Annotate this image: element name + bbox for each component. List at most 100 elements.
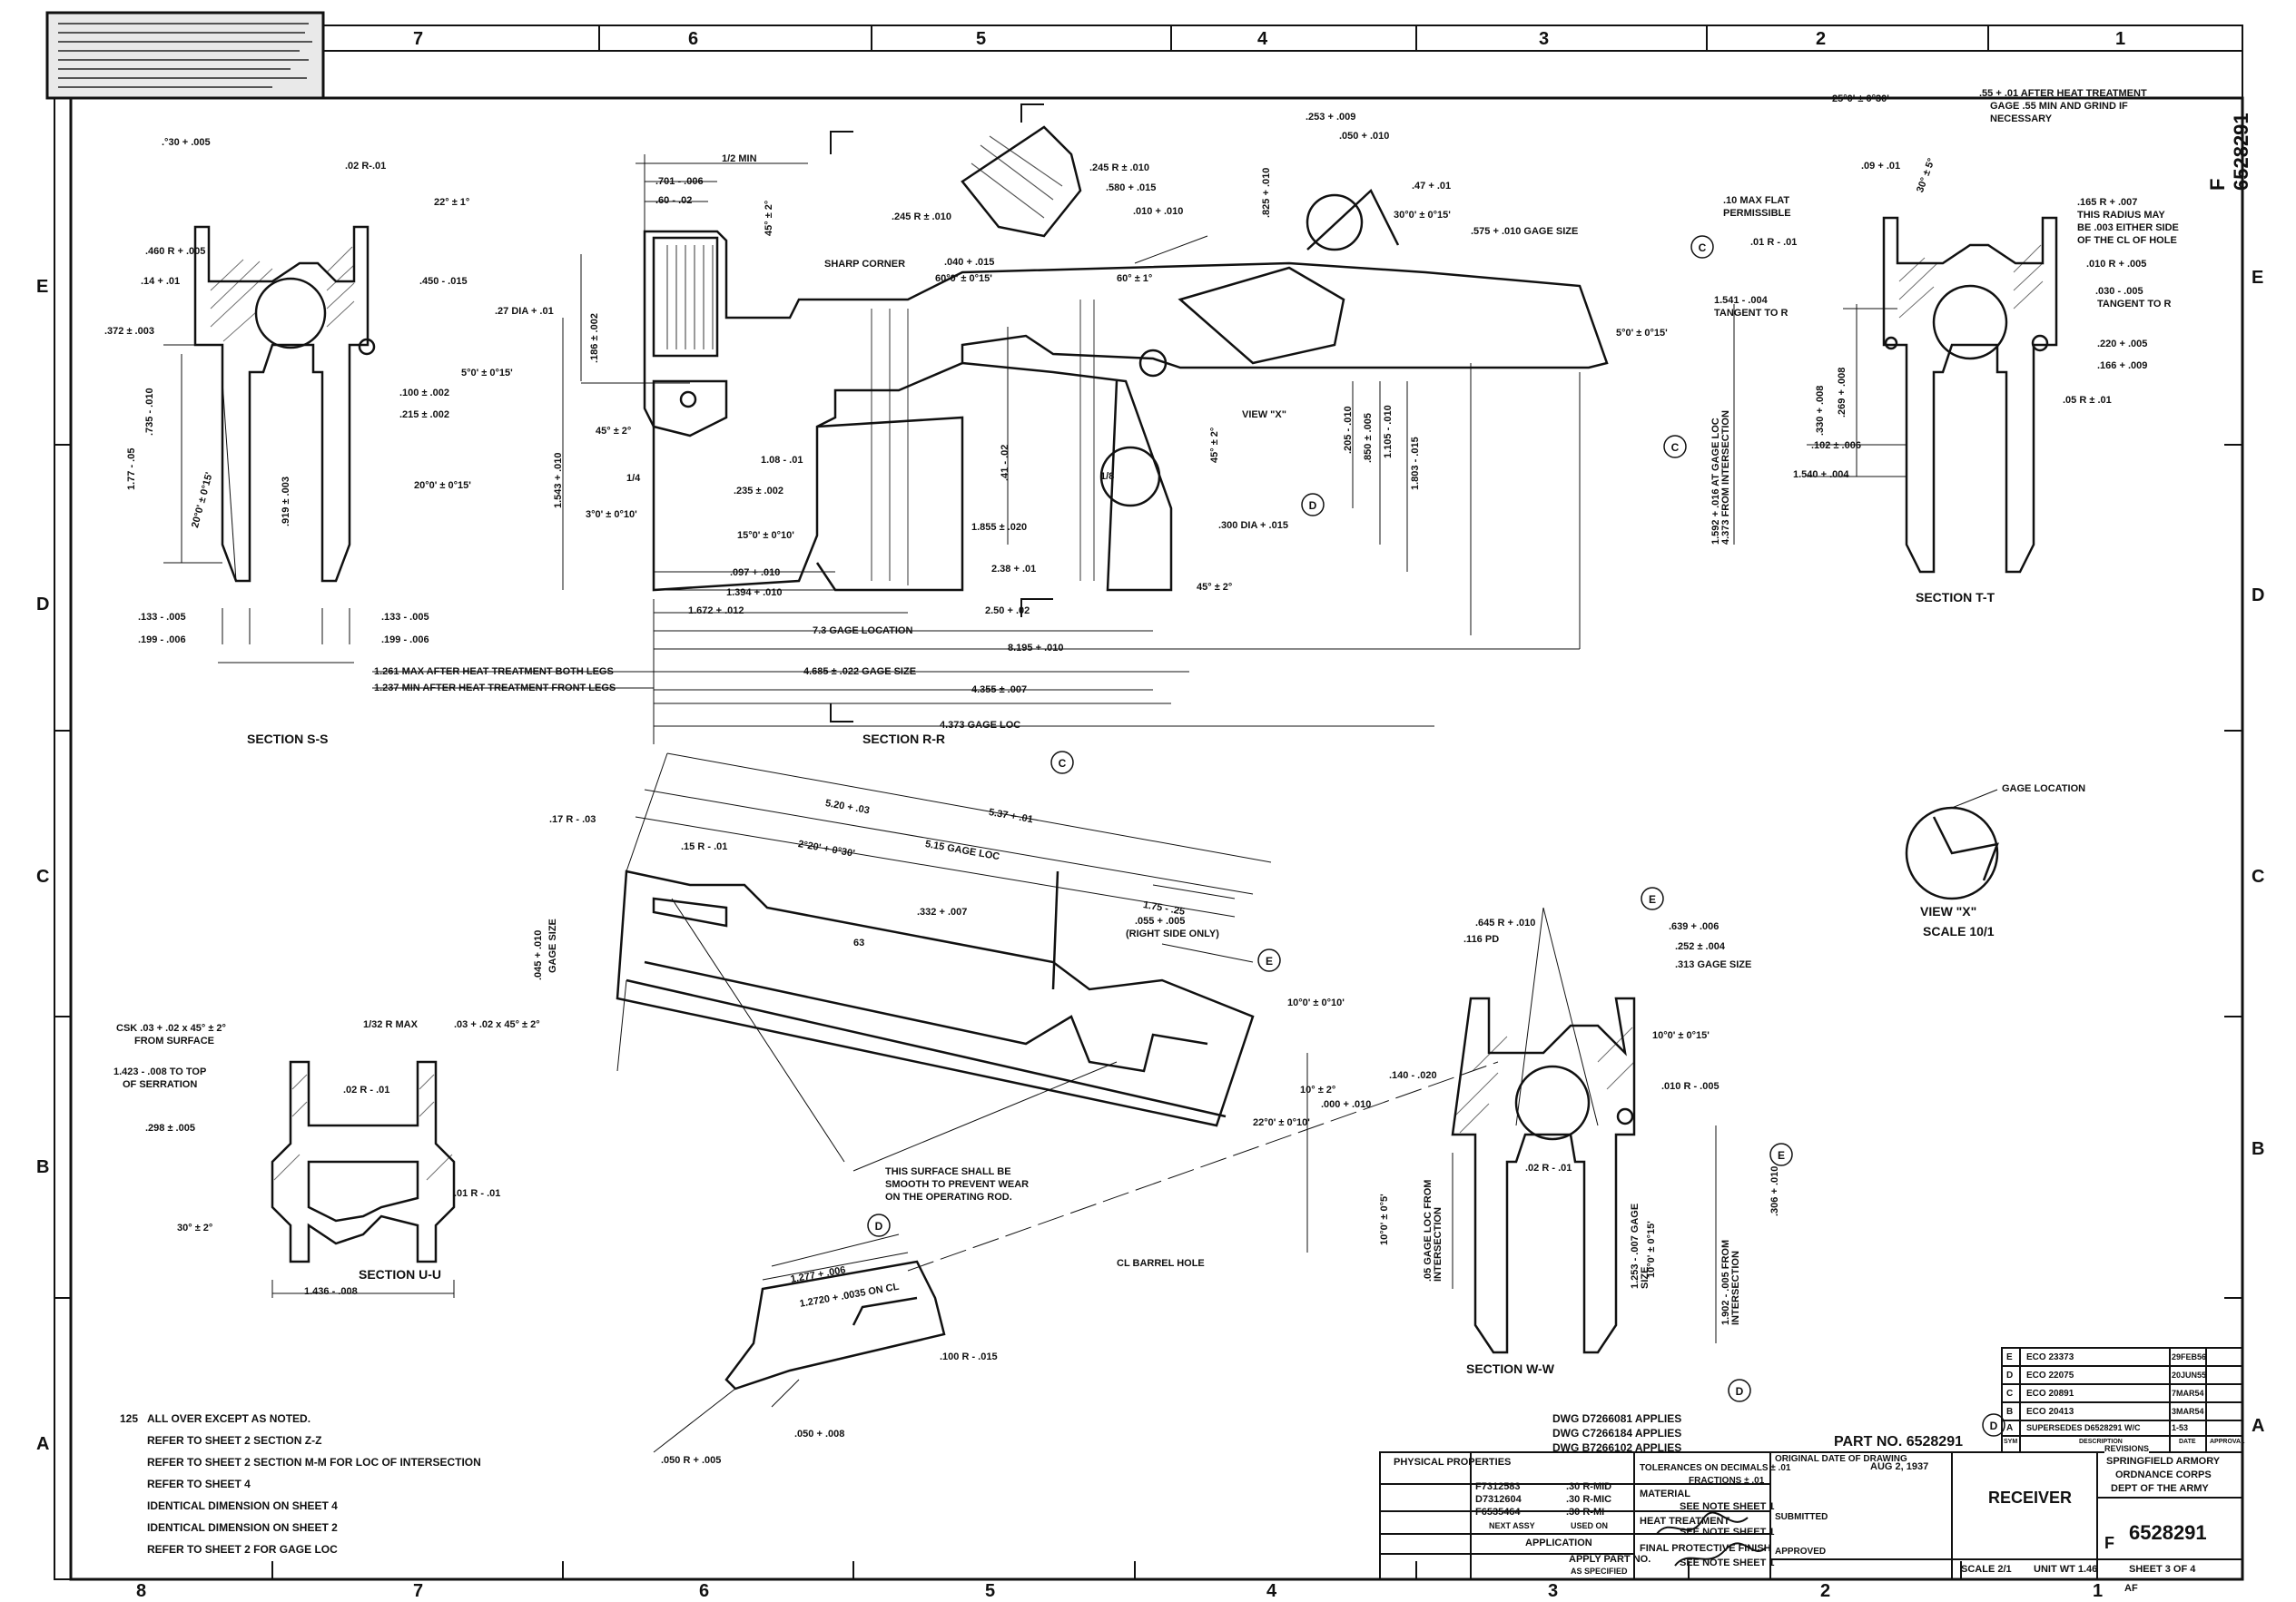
dim-label: .60 - .02 bbox=[655, 195, 693, 206]
note-line: REFER TO SHEET 2 SECTION Z-Z bbox=[147, 1434, 322, 1447]
dim-label: .450 - .015 bbox=[419, 276, 468, 287]
rev-sym-3: B bbox=[2006, 1407, 2014, 1417]
dim-label: TANGENT TO R bbox=[2097, 299, 2172, 310]
dim-label: 1.902 - .005 FROM INTERSECTION bbox=[1720, 1239, 1741, 1325]
dim-label: 1/32 R MAX bbox=[363, 1019, 418, 1030]
tb-material-note: SEE NOTE SHEET 1 bbox=[1680, 1501, 1775, 1512]
dim-label: .02 R - .01 bbox=[343, 1085, 390, 1096]
zone-right-e: E bbox=[2252, 268, 2264, 288]
dim-label: .010 R - .005 bbox=[1661, 1081, 1720, 1092]
tb-as-specified: AS SPECIFIED bbox=[1571, 1567, 1628, 1576]
long-section-view bbox=[616, 870, 1255, 1127]
svg-text:E: E bbox=[1266, 955, 1273, 968]
dim-label: 1.105 - .010 bbox=[1383, 405, 1394, 458]
dim-label: .09 + .01 bbox=[1861, 161, 1901, 172]
tb-original-date: ORIGINAL DATE OF DRAWING bbox=[1775, 1454, 1907, 1464]
dim-label: OF THE CL OF HOLE bbox=[2077, 235, 2177, 246]
tb-used-on-label: USED ON bbox=[1571, 1521, 1609, 1530]
dim-label: 1.540 + .004 bbox=[1793, 469, 1849, 480]
dim-label: .100 R - .015 bbox=[940, 1351, 998, 1362]
rev-sym-2: C bbox=[2006, 1389, 2014, 1399]
dim-label: 4.355 ± .007 bbox=[971, 684, 1028, 695]
dim-label: 63 bbox=[853, 938, 865, 948]
dim-label: .02 R-.01 bbox=[345, 161, 387, 172]
svg-text:D: D bbox=[875, 1220, 883, 1233]
dim-label: 2.50 + .02 bbox=[985, 605, 1030, 616]
dim-label: .01 R - .01 bbox=[454, 1188, 501, 1199]
zone-left-e: E bbox=[36, 277, 49, 297]
dim-label: GAGE .55 MIN AND GRIND IF bbox=[1990, 101, 2128, 112]
section-ss bbox=[193, 225, 376, 583]
rev-date-1: 20JUN55 bbox=[2172, 1371, 2207, 1380]
dim-label: 7.3 GAGE LOCATION bbox=[813, 625, 913, 636]
tb-date: AUG 2, 1937 bbox=[1870, 1461, 1929, 1472]
zone-top-6: 6 bbox=[688, 29, 699, 49]
rev-desc-1: ECO 22075 bbox=[2026, 1371, 2074, 1381]
title-section-tt: SECTION T-T bbox=[1916, 590, 1995, 604]
dim-label: .050 R + .005 bbox=[661, 1455, 722, 1466]
zone-left-c: C bbox=[36, 867, 50, 887]
zone-bottom-7: 7 bbox=[413, 1581, 424, 1601]
dim-label: .01 R - .01 bbox=[1750, 237, 1798, 248]
tb-org-2: DEPT OF THE ARMY bbox=[2111, 1483, 2209, 1494]
title-section-ww: SECTION W-W bbox=[1466, 1361, 1554, 1376]
zone-top-4: 4 bbox=[1257, 29, 1268, 49]
dim-label: 30° ± 2° bbox=[177, 1223, 213, 1233]
dim-label: 22° ± 1° bbox=[434, 197, 470, 208]
dim-label: 1.394 + .010 bbox=[726, 587, 783, 598]
dim-label: .735 - .010 bbox=[144, 388, 155, 436]
dim-label: GAGE SIZE bbox=[547, 919, 558, 973]
dim-label: 45° ± 2° bbox=[1197, 582, 1233, 593]
rev-title-visible: REVISIONS bbox=[2104, 1444, 2150, 1453]
dim-label: .215 ± .002 bbox=[399, 409, 449, 420]
title-scale-x: SCALE 10/1 bbox=[1923, 924, 1995, 939]
tb-submitted: SUBMITTED bbox=[1775, 1512, 1828, 1522]
rev-date-4: 1-53 bbox=[2172, 1423, 2189, 1432]
rev-date-2: 7MAR54 bbox=[2172, 1389, 2204, 1398]
tb-title: RECEIVER bbox=[1988, 1489, 2073, 1507]
dim-label: 1.541 - .004 bbox=[1714, 295, 1768, 306]
rev-desc-3: ECO 20413 bbox=[2026, 1407, 2074, 1417]
dim-label: 1.672 + .012 bbox=[688, 605, 744, 616]
dim-label: VIEW "X" bbox=[1242, 409, 1286, 420]
dim-label: 45° ± 2° bbox=[1209, 427, 1220, 463]
tb-apply-part-no: APPLY PART NO. bbox=[1569, 1554, 1651, 1565]
zone-bottom-8: 8 bbox=[136, 1581, 147, 1601]
dim-label: .050 + .008 bbox=[794, 1429, 845, 1440]
rev-date-3: 3MAR54 bbox=[2172, 1407, 2204, 1416]
tb-size: F bbox=[2104, 1534, 2114, 1552]
dim-label: .332 + .007 bbox=[917, 907, 968, 918]
dim-label: 1.237 MIN AFTER HEAT TREATMENT FRONT LEG… bbox=[374, 683, 616, 693]
stamp-box bbox=[45, 11, 325, 100]
dim-label: 10°0' ± 0°10' bbox=[1287, 998, 1345, 1008]
note-line: IDENTICAL DIMENSION ON SHEET 2 bbox=[147, 1521, 338, 1534]
note-line: IDENTICAL DIMENSION ON SHEET 4 bbox=[147, 1499, 338, 1512]
dim-label: .050 + .010 bbox=[1339, 131, 1390, 142]
dim-label: .199 - .006 bbox=[138, 634, 186, 645]
zone-bottom-2: 2 bbox=[1820, 1581, 1831, 1601]
dim-label: .252 ± .004 bbox=[1675, 941, 1725, 952]
dim-label: .330 + .008 bbox=[1815, 385, 1826, 436]
note-line: REFER TO SHEET 2 SECTION M-M FOR LOC OF … bbox=[147, 1456, 481, 1469]
tb-sheet: SHEET 3 OF 4 bbox=[2129, 1564, 2196, 1575]
dim-label: SMOOTH TO PREVENT WEAR bbox=[885, 1179, 1030, 1190]
dim-label: .000 + .010 bbox=[1321, 1099, 1372, 1110]
section-ww bbox=[1451, 997, 1636, 1354]
title-view-x: VIEW "X" bbox=[1920, 904, 1977, 919]
tb-unit-wt: UNIT WT 1.46 bbox=[2034, 1564, 2098, 1575]
tb-scale: SCALE 2/1 bbox=[1961, 1564, 2012, 1575]
zone-top-1: 1 bbox=[2115, 29, 2126, 49]
tb-next-assy-1: D7312604 bbox=[1475, 1494, 1522, 1505]
dim-label: 1.543 + .010 bbox=[553, 452, 564, 508]
dim-label: .575 + .010 GAGE SIZE bbox=[1471, 226, 1579, 237]
dim-label: .639 + .006 bbox=[1669, 921, 1720, 932]
dim-label: .010 R + .005 bbox=[2086, 259, 2147, 270]
dim-label: .460 R + .005 bbox=[145, 246, 206, 257]
svg-text:C: C bbox=[1699, 241, 1707, 254]
finish-mark: 125 bbox=[120, 1412, 139, 1425]
dim-label: .15 R - .01 bbox=[681, 841, 728, 852]
tb-next-assy-2: F6535464 bbox=[1475, 1507, 1521, 1518]
dim-label: .030 - .005 bbox=[2095, 286, 2143, 297]
rev-sym-4: A bbox=[2006, 1423, 2014, 1433]
